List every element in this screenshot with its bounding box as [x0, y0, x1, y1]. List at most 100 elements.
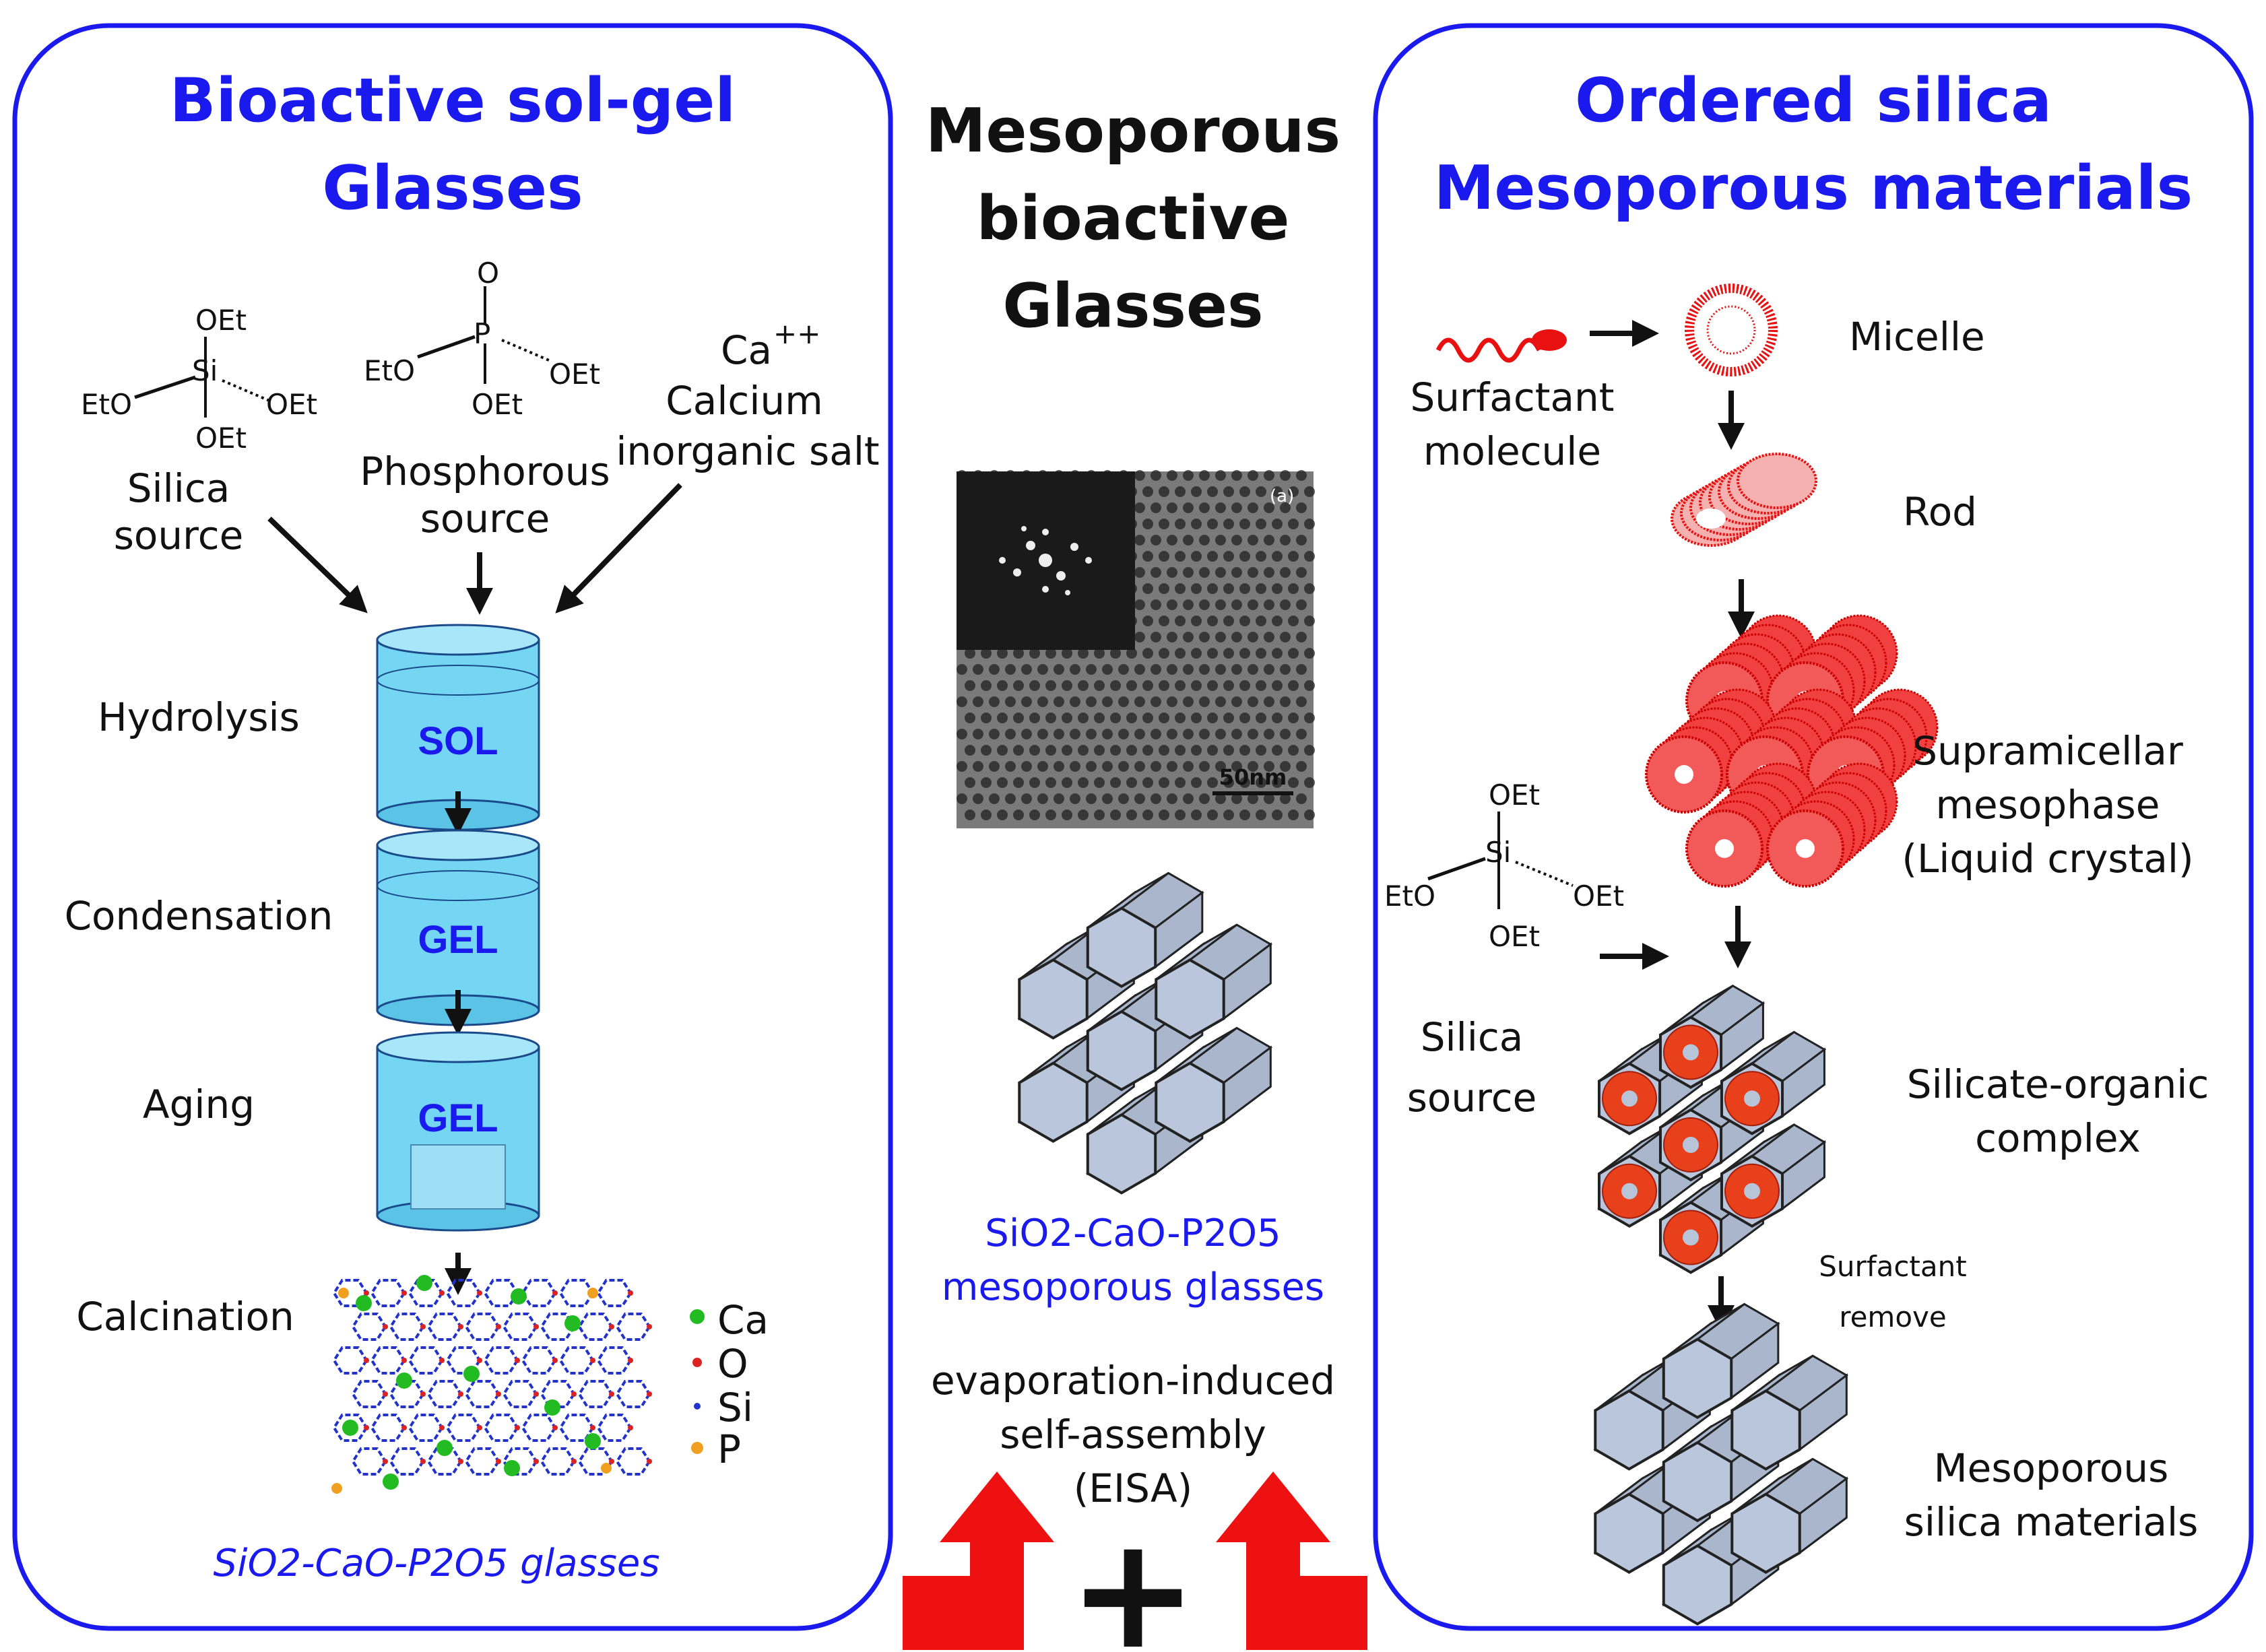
center-hex-bundle	[1017, 871, 1273, 1195]
tem-pore	[1175, 551, 1186, 562]
fft-spot	[1042, 586, 1049, 593]
tem-pore	[1029, 680, 1040, 691]
tem-pore	[1013, 777, 1024, 788]
tem-pore	[989, 793, 1000, 804]
tem-pore	[1142, 648, 1153, 659]
step-condensation: Condensation	[65, 893, 333, 939]
tem-pore	[1272, 616, 1283, 626]
tem-pore	[965, 777, 975, 788]
phosphorous-precursor: O P EtO OEt OEt Phosphorous source	[360, 257, 610, 541]
tem-pore	[1304, 680, 1315, 691]
oet-bottom: OEt	[195, 422, 247, 455]
phosphorus-atom	[331, 1483, 342, 1494]
tem-pore	[1256, 551, 1266, 562]
tem-pore	[1272, 551, 1283, 562]
network-ring	[558, 1413, 595, 1443]
network-ring	[408, 1346, 444, 1375]
calcium-ion	[383, 1474, 399, 1490]
oxygen-atom	[496, 1459, 501, 1464]
meso-label-1: Mesoporous	[1934, 1445, 2169, 1491]
tem-pore	[1215, 696, 1226, 707]
oxygen-atom	[439, 1358, 445, 1363]
tem-panel-label: (a)	[1270, 486, 1294, 506]
network-ring	[521, 1346, 557, 1375]
network-ring	[408, 1413, 444, 1443]
tem-pore	[1159, 810, 1169, 820]
tem-pore	[1248, 599, 1258, 610]
right-panel-border	[1373, 23, 2254, 1631]
tem-pore	[1134, 664, 1145, 675]
tem-pore	[1062, 680, 1072, 691]
meso-label-2: silica materials	[1904, 1499, 2199, 1545]
tem-pore	[1054, 696, 1064, 707]
hex-channel-face	[1155, 958, 1225, 1040]
tem-pore	[1151, 632, 1161, 642]
si-atom: Si	[192, 354, 218, 387]
oxygen-atom	[401, 1290, 407, 1296]
network-ring	[332, 1278, 368, 1308]
tem-pore	[1070, 696, 1080, 707]
tem-pore	[1159, 551, 1169, 562]
tem-pore	[1215, 470, 1226, 481]
tem-pore	[1223, 810, 1234, 820]
tem-pore	[1215, 502, 1226, 513]
tem-pore	[1078, 810, 1089, 820]
center-column: Mesoporous bioactive Glasses (a) 50nm Si…	[903, 96, 1367, 1652]
pore	[1683, 1229, 1699, 1246]
tem-pore	[1070, 729, 1080, 739]
tem-pore	[1126, 680, 1137, 691]
p-oxygen: O	[477, 257, 499, 290]
tem-pore	[1272, 583, 1283, 594]
tem-pore	[1167, 729, 1177, 739]
tem-pore	[1151, 470, 1161, 481]
oxygen-atom	[571, 1391, 577, 1397]
tem-pore	[1239, 616, 1250, 626]
network-ring	[540, 1312, 576, 1342]
tem-pore	[1239, 777, 1250, 788]
tem-pore	[1304, 551, 1315, 562]
tem-pore	[1110, 648, 1121, 659]
silica-label-1: Silica	[127, 465, 230, 511]
tem-pore	[1094, 777, 1105, 788]
tem-pore	[1248, 632, 1258, 642]
tem-pore	[1159, 583, 1169, 594]
tem-pore	[1264, 761, 1274, 772]
tem-pore	[1126, 810, 1137, 820]
tem-pore	[1078, 745, 1089, 756]
fft-spot	[1013, 568, 1021, 576]
network-ring	[483, 1278, 519, 1308]
tem-pore	[1223, 745, 1234, 756]
tem-pore	[1070, 793, 1080, 804]
hex-channel-face	[1086, 906, 1157, 988]
network-ring	[445, 1278, 482, 1308]
network-ring	[615, 1379, 651, 1409]
ca-dot	[690, 1309, 705, 1324]
network-ring	[426, 1312, 463, 1342]
tem-pore	[1231, 502, 1242, 513]
oxygen-atom	[628, 1425, 633, 1430]
tem-pore	[1126, 713, 1137, 723]
tem-pore	[1062, 810, 1072, 820]
calcium-ion	[396, 1373, 412, 1389]
tem-pore	[1045, 810, 1056, 820]
tem-pore	[1215, 761, 1226, 772]
tem-pore	[1126, 745, 1137, 756]
tem-pore	[1142, 583, 1153, 594]
tem-pore	[989, 696, 1000, 707]
tem-pore	[1248, 793, 1258, 804]
scale-bar-label: 50nm	[1219, 764, 1287, 790]
legend-o: O	[717, 1341, 748, 1387]
tem-pore	[1134, 793, 1145, 804]
r-si-atom: Si	[1485, 836, 1511, 869]
tem-pore	[1151, 793, 1161, 804]
network-ring	[596, 1278, 633, 1308]
oxygen-atom	[364, 1425, 369, 1430]
tem-pore	[1142, 519, 1153, 529]
tem-pore	[1175, 680, 1186, 691]
network-ring	[596, 1413, 633, 1443]
tem-pore	[1296, 470, 1307, 481]
o-dot	[692, 1358, 702, 1367]
tem-pore	[1086, 696, 1097, 707]
tem-pore	[1183, 470, 1194, 481]
surfactant-label-2: molecule	[1423, 428, 1601, 474]
